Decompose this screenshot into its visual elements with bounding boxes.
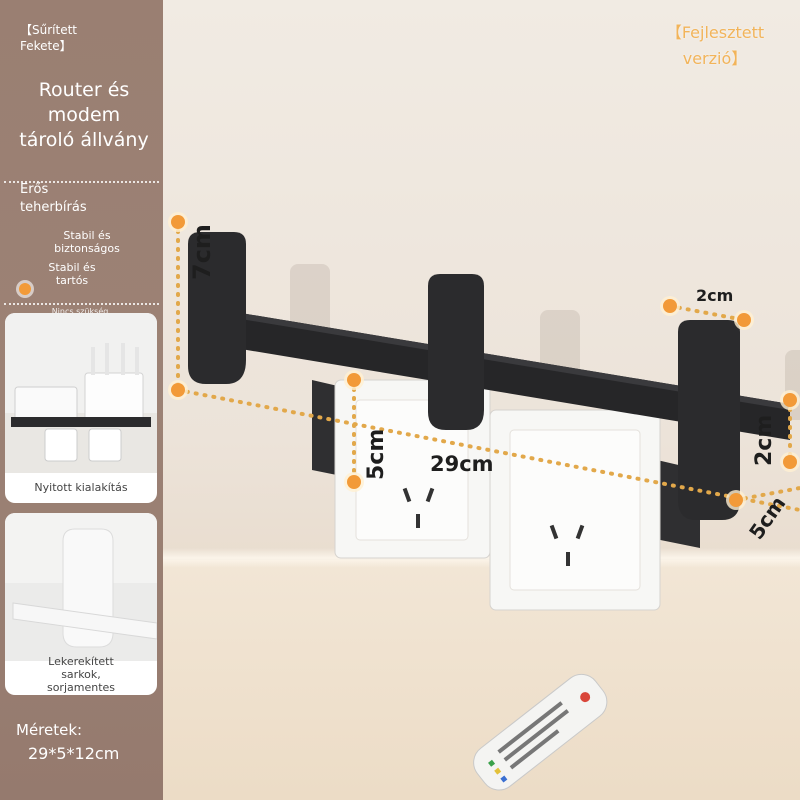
dimension-marker (737, 313, 751, 327)
dimension-lines (176, 220, 800, 512)
dimension-depth-left-label: 5cm (364, 428, 389, 480)
product-title: Router és modem tároló állvány (4, 78, 164, 153)
dimension-length-label: 29cm (430, 452, 494, 476)
feature-safety-line1: Stabil és (63, 229, 111, 242)
color-tag-line2: Fekete】 (20, 39, 72, 53)
feature-cutoff: Nincs szükség (51, 307, 109, 316)
upgrade-badge-line1: 【Fejlesztett (665, 23, 765, 42)
feature-load-line2: teherbírás (20, 200, 87, 215)
dimension-marker (347, 475, 361, 489)
feature-durable-line2: tartós (55, 274, 89, 287)
wall-shadow (540, 310, 580, 380)
feature-durable: Stabil és tartós (32, 261, 112, 287)
rounded-corners-caption-line1: Lekerekített (48, 655, 114, 668)
dimension-marker (663, 299, 677, 313)
rounded-corners-caption-line2: sarkok, (61, 668, 101, 681)
color-tag: 【Sűrített Fekete】 (20, 22, 140, 54)
bracket-hook-middle (428, 274, 484, 430)
dimension-right-height-label: 2cm (752, 414, 777, 466)
bracket-hook-right (678, 320, 740, 520)
product-title-line1: Router és (38, 79, 130, 101)
open-design-image (5, 313, 157, 473)
rounded-corners-caption: Lekerekített sarkok, sorjamentes (5, 655, 157, 694)
remote-control (473, 673, 608, 791)
dimension-top-width-label: 2cm (696, 286, 734, 305)
feature-safety-line2: biztonságos (54, 242, 120, 255)
dimension-marker (729, 493, 743, 507)
wall-shadow (290, 264, 330, 334)
feature-safety: Stabil és biztonságos (32, 229, 142, 255)
info-sidebar: 【Sűrített Fekete】 Router és modem tároló… (0, 0, 163, 800)
dimension-marker (783, 455, 797, 469)
wall-socket-right (489, 409, 661, 611)
upgrade-badge-line2: verzió】 (682, 49, 748, 68)
dimension-marker (347, 373, 361, 387)
feature-load-line1: Erős (20, 182, 49, 197)
bracket-bar-top (235, 312, 790, 410)
open-design-caption: Nyitott kialakítás (34, 481, 128, 494)
dimension-marker (171, 383, 185, 397)
rounded-corners-image (5, 513, 157, 661)
dimension-height-label: 7cm (188, 224, 216, 280)
open-design-card: Nyitott kialakítás (5, 313, 157, 503)
upgrade-badge: 【Fejlesztett verzió】 (640, 20, 790, 72)
divider (4, 181, 159, 183)
dimension-marker (171, 215, 185, 229)
bracket-hook-left (188, 232, 246, 384)
divider (4, 303, 159, 305)
bracket-bar (235, 312, 790, 440)
feature-durable-line1: Stabil és (48, 261, 96, 274)
dimensions-label: Méretek: (16, 721, 83, 739)
rounded-corners-caption-line3: sorjamentes (46, 681, 116, 694)
dimensions-value: 29*5*12cm (28, 744, 120, 763)
dimension-marker (783, 393, 797, 407)
color-tag-line1: 【Sűrített (20, 23, 77, 37)
feature-load: Erős teherbírás (20, 181, 130, 217)
product-title-line2: modem (47, 104, 121, 126)
product-title-line3: tároló állvány (19, 129, 149, 151)
bullet-marker (19, 283, 31, 295)
rounded-corners-card: Lekerekített sarkok, sorjamentes (5, 513, 157, 695)
